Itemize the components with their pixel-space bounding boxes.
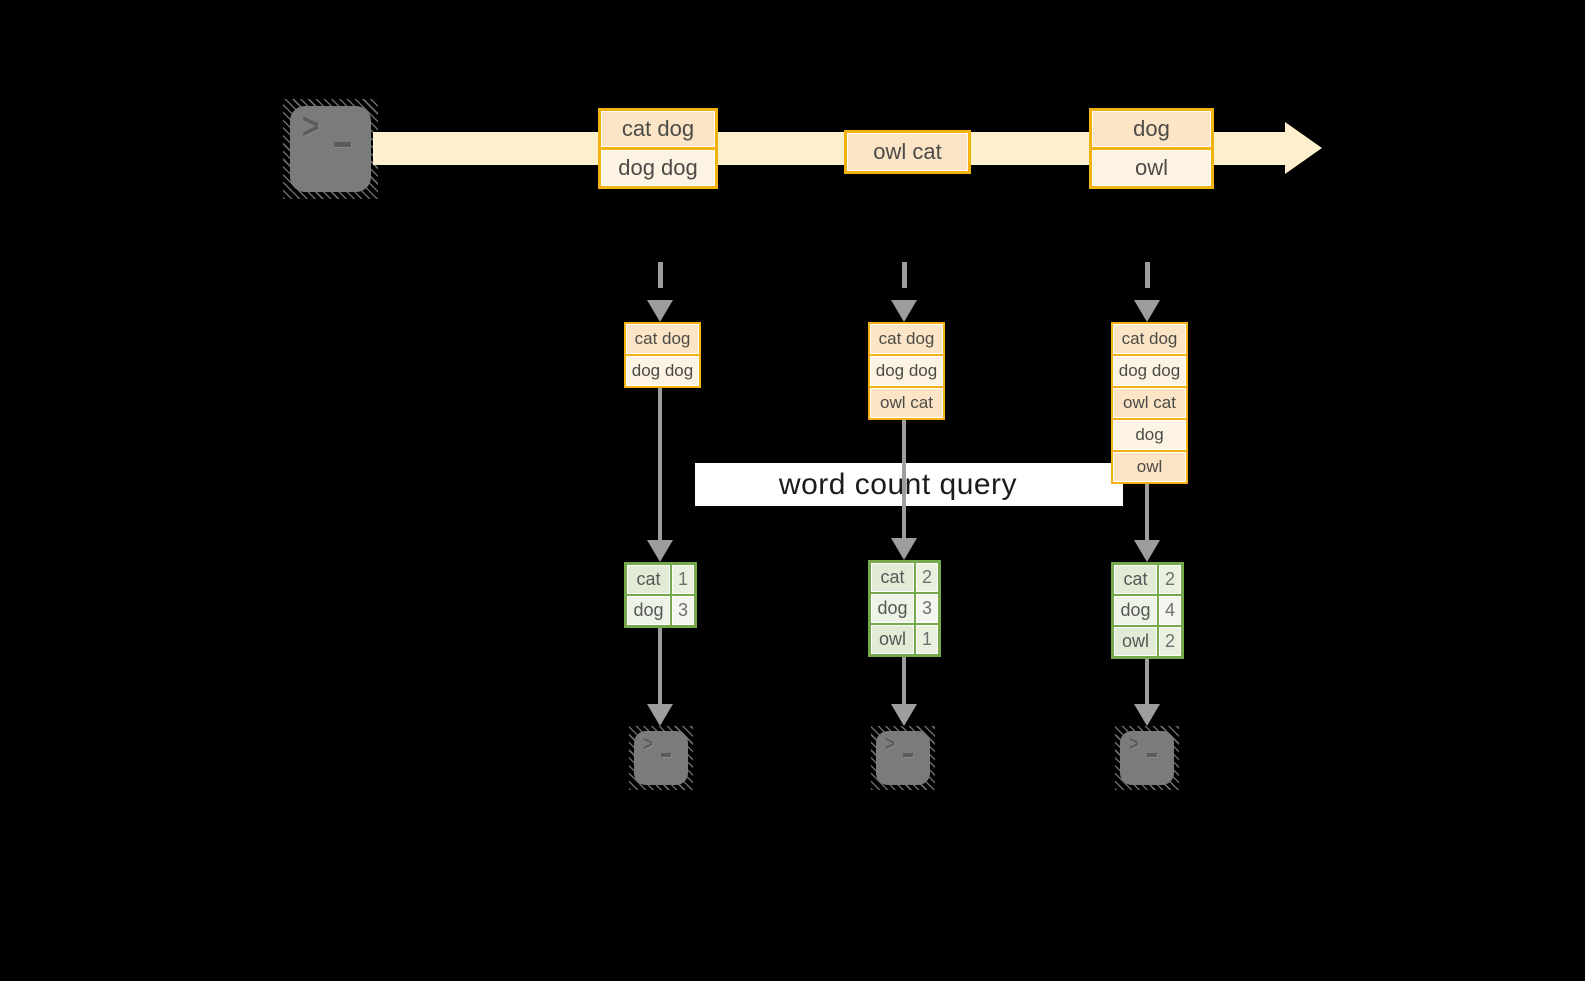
arrow-head-down-icon (647, 300, 673, 322)
word-cell: dog (627, 596, 670, 625)
terminal-icon-body: > (876, 731, 930, 785)
word-cell: cat (1114, 565, 1157, 594)
count-table-1: cat 1 dog 3 (624, 562, 697, 628)
count-cell: 3 (672, 596, 694, 625)
terminal-icon-body: > (1120, 731, 1174, 785)
arrow-head-down-icon (891, 538, 917, 560)
buffer-row: owl cat (1113, 388, 1186, 418)
terminal-icon: > (283, 99, 378, 199)
buffer-row: cat dog (626, 324, 699, 354)
count-cell: 4 (1159, 596, 1181, 625)
arrow-line (658, 388, 662, 540)
terminal-icon-body: > (634, 731, 688, 785)
prompt-chevron-icon: > (885, 731, 895, 756)
prompt-chevron-icon: > (302, 105, 320, 147)
query-label-band: word count query (695, 463, 1123, 506)
prompt-underscore-icon (661, 753, 671, 757)
stream-arrow-head-icon (1285, 122, 1322, 174)
count-cell: 2 (916, 563, 938, 592)
count-cell: 2 (1159, 565, 1181, 594)
arrow-head-down-icon (647, 704, 673, 726)
stream-event-box-2: owl cat (844, 130, 971, 174)
arrow-head-down-icon (647, 540, 673, 562)
dashed-arrow-segment (902, 262, 907, 288)
buffer-row: dog dog (1113, 356, 1186, 386)
count-cell: 1 (916, 625, 938, 654)
prompt-chevron-icon: > (1129, 731, 1139, 756)
arrow-head-down-icon (1134, 300, 1160, 322)
event-line: cat dog (601, 111, 715, 147)
word-cell: dog (871, 594, 914, 623)
event-line: dog dog (601, 150, 715, 186)
buffer-row: dog (1113, 420, 1186, 450)
buffer-row: dog dog (870, 356, 943, 386)
event-buffer-stack-2: cat dog dog dog owl cat (868, 322, 945, 420)
terminal-icon: > (1115, 726, 1179, 790)
buffer-row: dog dog (626, 356, 699, 386)
word-cell: owl (1114, 627, 1157, 656)
count-cell: 3 (916, 594, 938, 623)
buffer-row: cat dog (870, 324, 943, 354)
prompt-underscore-icon (1147, 753, 1157, 757)
arrow-line (658, 628, 662, 704)
word-cell: cat (627, 565, 670, 594)
buffer-row: owl (1113, 452, 1186, 482)
count-table-2: cat 2 dog 3 owl 1 (868, 560, 941, 657)
buffer-row: owl cat (870, 388, 943, 418)
prompt-underscore-icon (334, 142, 351, 147)
stream-event-box-1: cat dog dog dog (598, 108, 718, 189)
terminal-icon-body: > (290, 106, 371, 192)
arrow-head-down-icon (891, 300, 917, 322)
event-buffer-stack-3: cat dog dog dog owl cat dog owl (1111, 322, 1188, 484)
event-line: owl cat (847, 133, 968, 171)
prompt-chevron-icon: > (643, 731, 653, 756)
dashed-arrow-segment (1145, 262, 1150, 288)
arrow-head-down-icon (1134, 704, 1160, 726)
terminal-icon: > (871, 726, 935, 790)
arrow-head-down-icon (891, 704, 917, 726)
prompt-underscore-icon (903, 753, 913, 757)
buffer-row: cat dog (1113, 324, 1186, 354)
terminal-icon: > (629, 726, 693, 790)
event-line: owl (1092, 150, 1211, 186)
event-buffer-stack-1: cat dog dog dog (624, 322, 701, 388)
count-table-3: cat 2 dog 4 owl 2 (1111, 562, 1184, 659)
count-cell: 1 (672, 565, 694, 594)
count-cell: 2 (1159, 627, 1181, 656)
word-cell: owl (871, 625, 914, 654)
stream-event-box-3: dog owl (1089, 108, 1214, 189)
word-cell: dog (1114, 596, 1157, 625)
arrow-line (902, 657, 906, 704)
dashed-arrow-segment (658, 262, 663, 288)
word-cell: cat (871, 563, 914, 592)
query-label: word count query (778, 467, 1018, 501)
arrow-line (902, 420, 906, 538)
arrow-line (1145, 659, 1149, 704)
event-line: dog (1092, 111, 1211, 147)
arrow-head-down-icon (1134, 540, 1160, 562)
arrow-line (1145, 484, 1149, 540)
